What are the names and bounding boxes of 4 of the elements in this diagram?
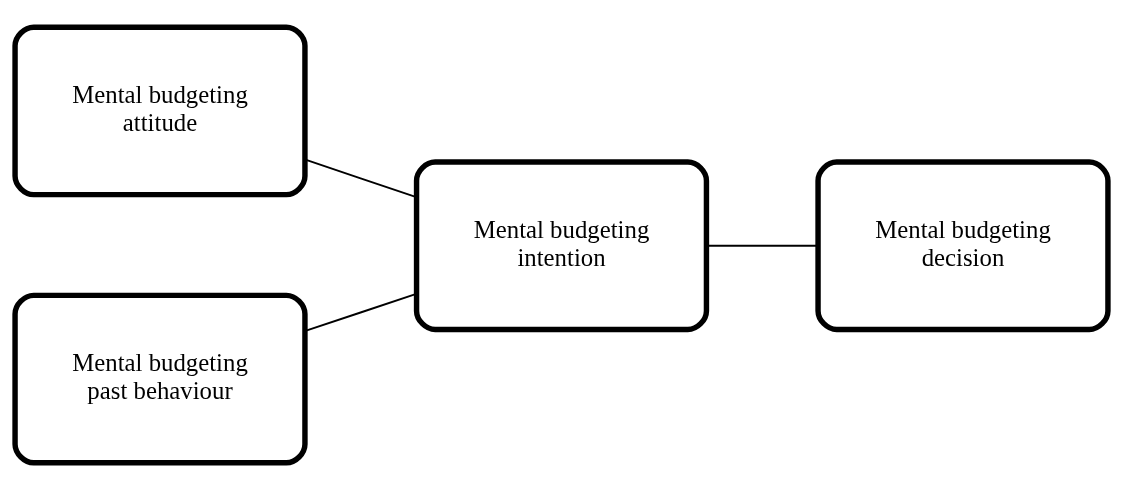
node-box: Mental budgeting decision <box>815 159 1111 333</box>
node-box: Mental budgeting attitude <box>12 24 308 198</box>
node-box: Mental budgeting past behaviour <box>12 292 308 466</box>
node-box: Mental budgeting intention <box>413 159 710 333</box>
